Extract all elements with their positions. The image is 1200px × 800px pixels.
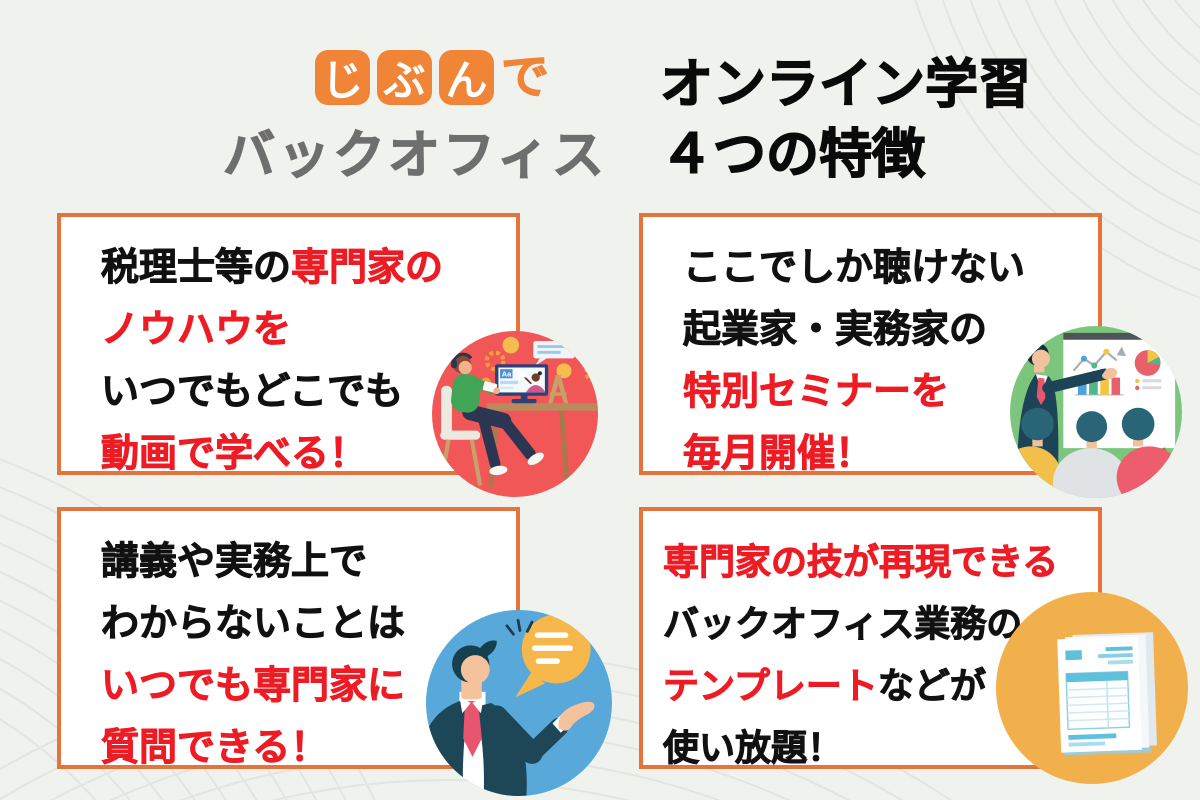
feature-text-line: 講義や実務上で <box>101 531 516 593</box>
feature-text-line: 税理士等の専門家の <box>101 237 516 299</box>
feature-text-line: ここでしか聴けない <box>683 237 1098 299</box>
logo-tile: ぶ <box>376 50 432 105</box>
plain-text: 税理士等の <box>101 247 292 290</box>
page-title-line2: ４つの特徴 <box>659 124 925 184</box>
feature-text-line: 起業家・実務家の <box>683 299 1098 361</box>
feature-text-line: わからないことは <box>101 593 516 655</box>
feature-text-line: テンプレートなどが <box>663 655 1098 717</box>
logo-jibunde-row: じ ぶ ん で <box>249 50 615 105</box>
feature-card-ask-expert: 講義や実務上でわからないことはいつでも専門家に質問できる！ <box>57 507 520 769</box>
plain-text: 講義や実務上で <box>101 541 368 584</box>
feature-text-line: ノウハウを <box>101 299 516 361</box>
logo-name: バックオフィス <box>222 126 607 185</box>
plain-text: ここでしか聴けない <box>683 247 1026 290</box>
jibunde-backoffice-logo: じ ぶ ん で バックオフィス <box>215 50 615 188</box>
feature-text-line: 毎月開催！ <box>683 423 1098 485</box>
seminar-presentation-illustration <box>1010 326 1182 498</box>
feature-text-line: 専門家の技が再現できる <box>663 531 1098 593</box>
highlight-text: 特別セミナーを <box>683 371 950 414</box>
feature-text-line: 使い放題！ <box>663 717 1098 779</box>
svg-text:Aa: Aa <box>502 370 512 379</box>
highlight-text: いつでも専門家に <box>101 665 406 708</box>
feature-card-video-learning: 税理士等の専門家のノウハウをいつでもどこでも動画で学べる！ <box>57 213 520 475</box>
highlight-text: 専門家の技が再現できる <box>663 541 1059 583</box>
highlight-text: テンプレート <box>663 665 879 707</box>
feature-text-line: バックオフィス業務の <box>663 593 1098 655</box>
plain-text: バックオフィス業務の <box>663 603 1023 645</box>
plain-text: などが <box>877 665 986 707</box>
feature-text-line: 動画で学べる！ <box>101 423 516 485</box>
logo-tile: ん <box>438 50 494 105</box>
highlight-text: 動画で学べる！ <box>101 433 368 476</box>
ask-expert-question-illustration <box>426 610 612 796</box>
logo-suffix: で <box>500 51 549 105</box>
highlight-text: 質問できる！ <box>101 727 329 770</box>
logo-tile: じ <box>314 50 370 105</box>
page-title-line1: オンライン学習 <box>659 54 1031 114</box>
highlight-text: 毎月開催！ <box>683 433 874 476</box>
plain-text: いつでもどこでも <box>101 371 404 414</box>
feature-text-line: いつでも専門家に <box>101 655 516 717</box>
highlight-text: 専門家の <box>291 247 444 290</box>
feature-text-line: 質問できる！ <box>101 717 516 779</box>
student-watching-online-video-illustration: Aa <box>432 331 598 497</box>
highlight-text: ノウハウを <box>101 309 292 352</box>
document-templates-illustration <box>996 592 1188 784</box>
feature-text-line: いつでもどこでも <box>101 361 516 423</box>
plain-text: わからないことは <box>101 603 406 646</box>
plain-text: 使い放題！ <box>663 727 844 769</box>
page-title: オンライン学習 ４つの特徴 <box>659 50 1031 190</box>
plain-text: 起業家・実務家の <box>683 309 988 352</box>
feature-text-line: 特別セミナーを <box>683 361 1098 423</box>
